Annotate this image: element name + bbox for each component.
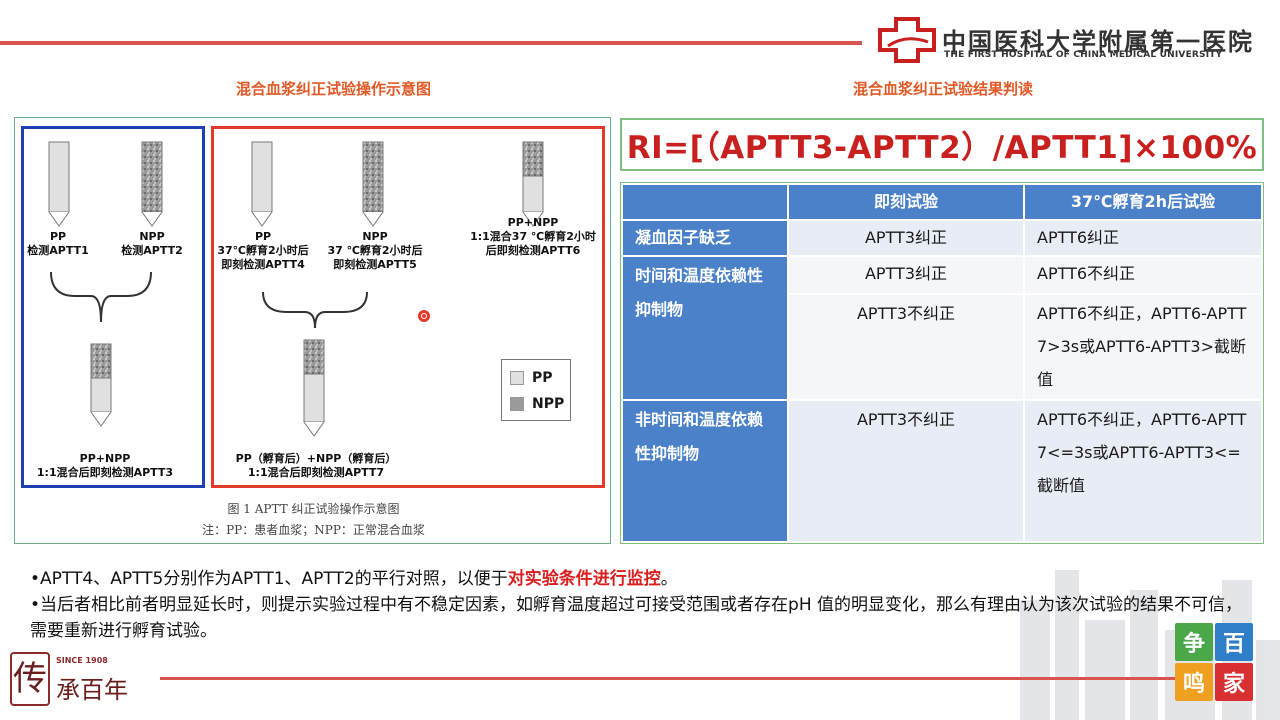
centennial-logo: 传 SINCE 1908 承百年 bbox=[10, 652, 160, 708]
result-table: 即刻试验 37℃孵育2h后试验 凝血因子缺乏 APTT3纠正 APTT6纠正 时… bbox=[620, 182, 1264, 544]
tube-mix-2 bbox=[522, 141, 544, 227]
hospital-name-en: THE FIRST HOSPITAL OF CHINA MEDICAL UNIV… bbox=[944, 50, 1223, 60]
centennial-badge: 传 bbox=[10, 652, 50, 706]
zb-tile-2: 百 bbox=[1215, 623, 1253, 661]
table-cell: APTT3不纠正 bbox=[789, 295, 1023, 399]
table-cell: APTT6不纠正 bbox=[1025, 257, 1261, 293]
row-label-time-temp-inhibitor: 时间和温度依赖性抑制物 bbox=[623, 257, 787, 399]
table-cell: APTT3纠正 bbox=[789, 257, 1023, 293]
legend-npp: NPP bbox=[510, 396, 564, 412]
hospital-cross-icon bbox=[878, 17, 936, 63]
ri-formula-box: RI=[（APTT3-APTT2）/APTT1]×100% bbox=[620, 118, 1264, 171]
city-background-image bbox=[1020, 570, 1280, 720]
label-mix-3: PP（孵育后）+NPP（孵育后） 1:1混合后即刻检测APTT7 bbox=[235, 452, 397, 479]
table-header-incubated: 37℃孵育2h后试验 bbox=[1025, 185, 1261, 219]
ri-formula: RI=[（APTT3-APTT2）/APTT1]×100% bbox=[626, 130, 1258, 166]
hospital-logo: 中国医科大学附属第一医院 THE FIRST HOSPITAL OF CHINA… bbox=[876, 16, 1276, 66]
bullet-1: •APTT4、APTT5分别作为APTT1、APTT2的平行对照，以便于对实验条… bbox=[30, 566, 1250, 592]
table-cell: APTT6不纠正，APTT6-APTT7<=3s或APTT6-APTT3<=截断… bbox=[1025, 401, 1261, 541]
legend-npp-label: NPP bbox=[532, 396, 565, 412]
tubes-drawing bbox=[48, 141, 544, 437]
legend-pp-label: PP bbox=[532, 370, 553, 386]
tube-pp-2 bbox=[251, 141, 273, 227]
bullet-1-highlight: 对实验条件进行监控 bbox=[507, 569, 661, 589]
legend-pp: PP bbox=[510, 370, 553, 386]
zb-tile-1: 争 bbox=[1175, 623, 1213, 661]
zb-tile-3: 鸣 bbox=[1175, 663, 1213, 701]
diagram-legend: PP NPP bbox=[501, 359, 571, 421]
hospital-name-cn: 中国医科大学附属第一医院 bbox=[942, 27, 1254, 56]
brace-2 bbox=[262, 291, 368, 329]
centennial-text: 承百年 bbox=[56, 676, 128, 704]
zb-tile-4: 家 bbox=[1215, 663, 1253, 701]
table-cell: APTT6纠正 bbox=[1025, 221, 1261, 255]
brace-1 bbox=[50, 271, 152, 323]
tube-npp-2 bbox=[362, 141, 384, 227]
table-header-empty bbox=[623, 185, 787, 219]
procedure-diagram: PP 检测APTT1 NPP 检测APTT2 PP+NPP 1:1混合后即刻检测… bbox=[14, 117, 611, 544]
label-npp-1: NPP 检测APTT2 bbox=[121, 230, 183, 257]
label-mix-2: PP+NPP 1:1混合37 ℃孵育2小时 后即刻检测APTT6 bbox=[470, 216, 596, 257]
laser-pointer-dot bbox=[418, 310, 430, 322]
table-cell: APTT6不纠正，APTT6-APTT7>3s或APTT6-APTT3>截断值 bbox=[1025, 295, 1261, 399]
label-pp-1: PP 检测APTT1 bbox=[27, 230, 89, 257]
immediate-test-group bbox=[21, 126, 205, 488]
since-text: SINCE 1908 bbox=[56, 656, 108, 665]
table-cell: APTT3纠正 bbox=[789, 221, 1023, 255]
bullet-1-end: 。 bbox=[660, 569, 678, 589]
row-label-non-time-temp-inhibitor: 非时间和温度依赖性抑制物 bbox=[623, 401, 787, 541]
bullet-1-text: •APTT4、APTT5分别作为APTT1、APTT2的平行对照，以便于 bbox=[30, 569, 508, 589]
row-label-factor-deficiency: 凝血因子缺乏 bbox=[623, 221, 787, 255]
figure-note: 注：PP：患者血浆；NPP：正常混合血浆 bbox=[202, 523, 425, 537]
footer-red-line bbox=[160, 677, 1180, 680]
label-mix-1: PP+NPP 1:1混合后即刻检测APTT3 bbox=[36, 452, 174, 479]
label-npp-2: NPP 37 ℃孵育2小时后 即刻检测APTT5 bbox=[327, 230, 423, 271]
incubated-test-group bbox=[211, 126, 605, 488]
bullet-2: •当后者相比前者明显延长时，则提示实验过程中有不稳定因素，如孵育温度超过可接受范… bbox=[30, 595, 1243, 641]
tube-mix-1 bbox=[90, 343, 112, 427]
left-section-title: 混合血浆纠正试验操作示意图 bbox=[236, 80, 432, 98]
tube-pp-1 bbox=[48, 141, 70, 227]
tube-npp-1 bbox=[141, 141, 163, 227]
notes-text: •APTT4、APTT5分别作为APTT1、APTT2的平行对照，以便于对实验条… bbox=[30, 566, 1250, 644]
legend-pp-swatch bbox=[510, 371, 524, 385]
header-red-line bbox=[0, 41, 862, 45]
label-pp-2: PP 37℃孵育2小时后 即刻检测APTT4 bbox=[217, 230, 309, 271]
legend-npp-swatch bbox=[510, 397, 524, 411]
right-section-title: 混合血浆纠正试验结果判读 bbox=[853, 80, 1034, 98]
tube-mix-3 bbox=[303, 339, 325, 437]
figure-caption: 图 1 APTT 纠正试验操作示意图 bbox=[227, 502, 400, 516]
table-cell: APTT3不纠正 bbox=[789, 401, 1023, 541]
table-header-immediate: 即刻试验 bbox=[789, 185, 1023, 219]
